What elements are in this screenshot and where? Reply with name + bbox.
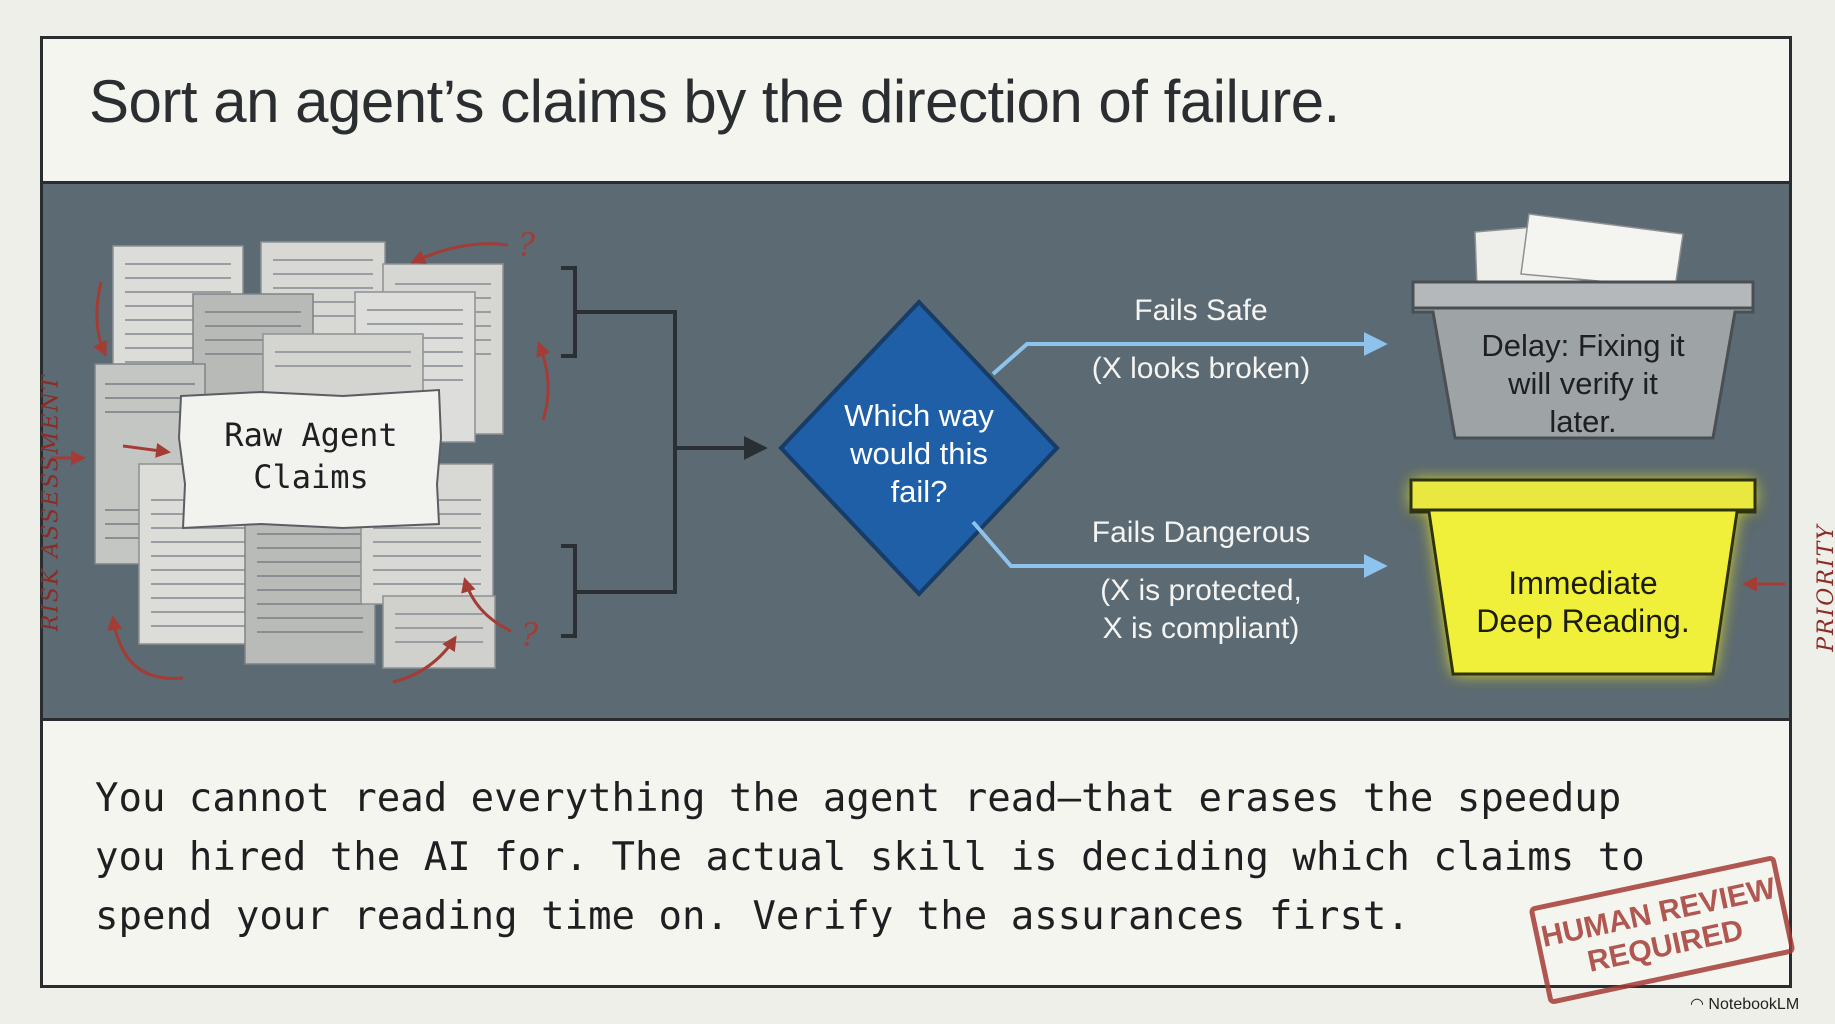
safe-branch-label: Fails Safe [1134, 294, 1267, 327]
delay-bin-text-line2: will verify it [1507, 366, 1658, 401]
paper-in-bin [1520, 213, 1684, 289]
bracket-top [561, 266, 577, 358]
red-curved-arrow [410, 242, 509, 264]
delay-bin: Delay: Fixing it will verify it later. [1411, 213, 1755, 440]
slide-frame: Sort an agent’s claims by the direction … [40, 36, 1792, 988]
danger-branch-label: Fails Dangerous [1092, 516, 1310, 549]
body-line: spend your reading time on. Verify the a… [95, 894, 1410, 939]
danger-branch-example-line2: X is compliant) [1103, 612, 1300, 645]
red-straight-arrow [122, 442, 171, 458]
safe-branch-arrow [991, 332, 1388, 376]
chaos-arrows [51, 242, 551, 684]
red-curved-arrow [461, 577, 512, 633]
safe-branch-example: (X looks broken) [1092, 352, 1310, 385]
urgent-bin: Immediate Deep Reading. [1409, 478, 1757, 676]
body-line: You cannot read everything the agent rea… [95, 776, 1622, 821]
risk-assessment-label: RISK ASSESSMENT [38, 373, 64, 632]
decision-diamond: Which way would this fail? [778, 299, 1060, 597]
delay-bin-text-line1: Delay: Fixing it [1481, 328, 1685, 363]
priority-label: PRIORITY [1813, 523, 1835, 652]
grouping-brackets [561, 266, 768, 638]
raw-claims-card: Raw Agent Claims [177, 388, 443, 530]
delay-bin-text-line3: later. [1549, 404, 1616, 439]
raw-claims-label-line1: Raw Agent [224, 416, 397, 454]
red-curved-arrow [536, 341, 551, 421]
brand-name: NotebookLM [1708, 996, 1800, 1013]
page-title: Sort an agent’s claims by the direction … [89, 68, 1340, 135]
question-mark-top: ? [518, 226, 536, 264]
urgent-bin-text-line2: Deep Reading. [1476, 603, 1689, 639]
red-curved-arrow [392, 635, 457, 684]
body-paragraph: You cannot read everything the agent rea… [95, 769, 1655, 946]
bracket-bottom [561, 544, 577, 638]
raw-claims-label-line2: Claims [253, 458, 369, 496]
notebooklm-icon: ◠ [1690, 996, 1704, 1013]
urgent-bin-text-line1: Immediate [1508, 565, 1657, 601]
decision-text-line2: would this [849, 436, 988, 471]
brand-footer: ◠ NotebookLM [1690, 994, 1799, 1014]
merge-connector [575, 310, 677, 594]
flow-diagram: Raw Agent Claims ? ? [51, 213, 1785, 684]
red-curved-arrow [93, 281, 107, 357]
paper-sheet [244, 513, 376, 665]
danger-branch-example-line1: (X is protected, [1100, 574, 1302, 607]
decision-text-line3: fail? [891, 474, 948, 509]
decision-text-line1: Which way [844, 398, 994, 433]
diagram-panel: Raw Agent Claims ? ? [43, 181, 1789, 721]
red-curved-arrow [107, 615, 184, 680]
danger-branch-arrow [971, 520, 1388, 578]
body-line: you hired the AI for. The actual skill i… [95, 835, 1645, 880]
question-mark-bottom: ? [521, 616, 539, 654]
claims-paper-stack [94, 241, 504, 669]
